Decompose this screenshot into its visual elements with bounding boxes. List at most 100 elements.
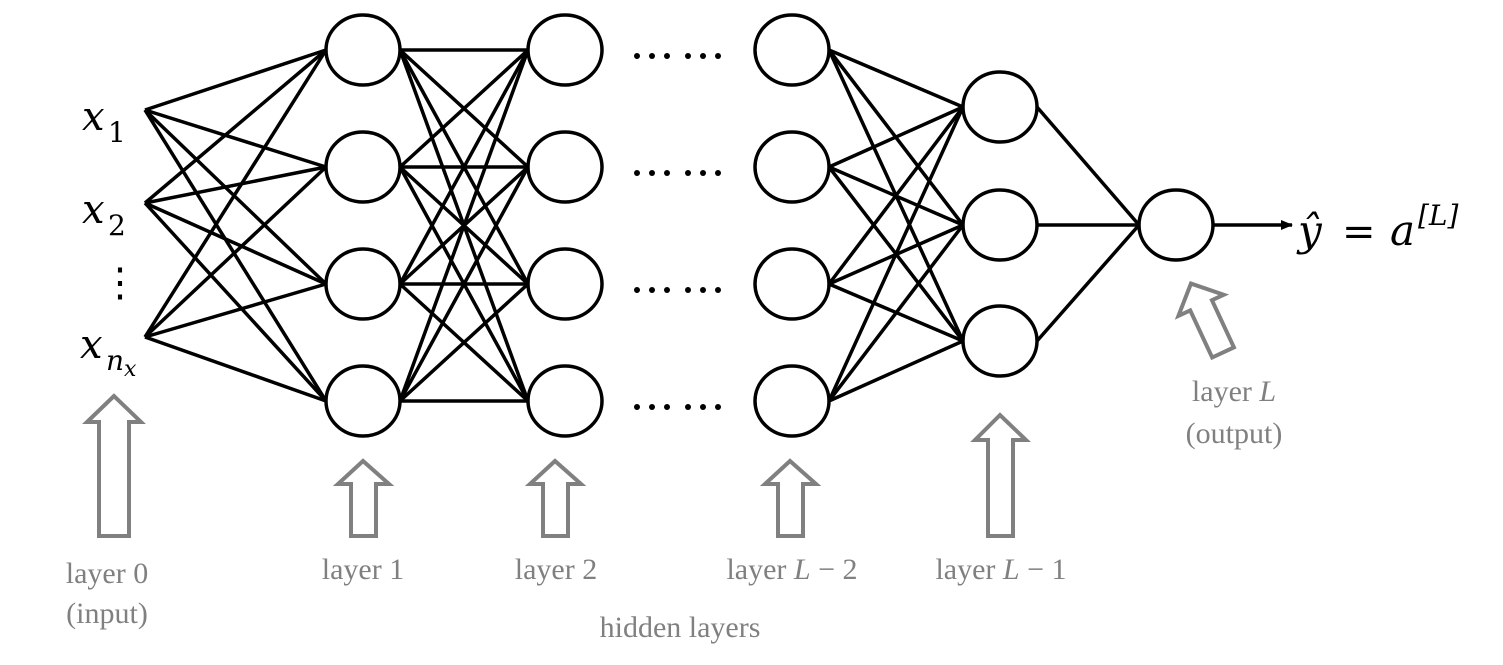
layer-1-node-2	[324, 130, 402, 204]
layer-l-arrow-icon	[1174, 281, 1237, 361]
gap-dots-row-4	[634, 404, 721, 410]
gap-dot	[649, 170, 655, 176]
edge-layer-1-to-layer-2	[398, 166, 530, 402]
layer-2-node-4	[526, 364, 604, 438]
layer-l-prefix: layer	[1192, 375, 1259, 408]
connections	[143, 48, 1141, 403]
edge-layer-l-minus-2-to-layer-l-minus-1	[827, 223, 965, 403]
gap-dot	[700, 404, 706, 410]
gap-dot	[649, 287, 655, 293]
neurons	[324, 13, 1215, 438]
gap-dot	[664, 404, 670, 410]
edge-layer-1-to-layer-2	[398, 282, 530, 403]
layer-2-node-2	[526, 130, 604, 204]
edge-input-to-layer-1	[144, 335, 327, 403]
edge-layer-l-minus-1-to-output	[1035, 105, 1141, 227]
gap-dot	[649, 53, 655, 59]
edge-layer-l-minus-1-to-output	[1035, 223, 1141, 343]
layer-l-minus-2-node-2	[753, 130, 831, 204]
layer-1-node-4	[324, 364, 402, 438]
gap-ellipses	[634, 53, 721, 410]
layer-1-node-3	[324, 247, 402, 321]
gap-dot	[685, 170, 691, 176]
gap-dot	[685, 53, 691, 59]
layer-l-sublabel: (output)	[1186, 417, 1283, 450]
gap-dot	[700, 53, 706, 59]
edge-layer-l-minus-2-to-layer-l-minus-1	[827, 105, 965, 286]
layer-l-minus-1-label: layer L − 1	[935, 553, 1066, 586]
layer-l-minus-1-var: L	[1002, 553, 1020, 586]
gap-dot	[715, 53, 721, 59]
layer-l-node-1	[1137, 188, 1215, 262]
activation-a: a	[1390, 206, 1415, 255]
gap-dot	[700, 170, 706, 176]
edge-layer-1-to-layer-2	[398, 49, 530, 402]
input-xnx: x n x	[80, 322, 137, 382]
layer-1-label: layer 1	[322, 553, 404, 586]
input-x1-base: x	[82, 94, 105, 140]
layer-l-label: layer L	[1192, 375, 1276, 408]
layer-l-minus-2-label: layer L − 2	[726, 553, 857, 586]
gap-dot	[700, 287, 706, 293]
input-layer-arrow-icon	[82, 393, 146, 538]
gap-dot	[715, 404, 721, 410]
input-x2-sub: 2	[108, 209, 126, 242]
gap-dots-row-1	[634, 53, 721, 59]
gap-dot	[634, 287, 640, 293]
output-equation: ŷ = a [L]	[1296, 199, 1459, 255]
edge-layer-l-minus-2-to-layer-l-minus-1	[828, 339, 964, 403]
layer-l-var: L	[1258, 375, 1276, 408]
layer-l-minus-2-suffix: − 2	[811, 553, 858, 586]
layer-0-label: layer 0	[66, 557, 148, 590]
yhat-symbol: ŷ	[1296, 206, 1323, 255]
edge-input-to-layer-1	[143, 48, 328, 205]
layer-l-minus-1-suffix: − 1	[1020, 553, 1067, 586]
layer-2-arrow-icon	[524, 458, 587, 538]
gap-dot	[634, 53, 640, 59]
gap-dot	[664, 287, 670, 293]
layer-l-minus-1-node-2	[961, 188, 1039, 262]
gap-dot	[685, 287, 691, 293]
input-xnx-subsub: x	[124, 357, 137, 382]
edge-input-to-layer-1	[144, 165, 327, 205]
hidden-layers-label: hidden layers	[600, 611, 761, 644]
edge-input-to-layer-1	[143, 49, 328, 338]
equals-sign: =	[1342, 209, 1376, 255]
superscript-L: [L]	[1418, 199, 1459, 232]
input-x2-base: x	[82, 187, 105, 233]
input-x1: x 1	[82, 94, 126, 149]
edge-input-to-layer-1	[144, 282, 327, 339]
layer-2-node-1	[526, 13, 604, 87]
gap-dot	[685, 404, 691, 410]
edge-input-to-layer-1	[144, 201, 327, 286]
edge-input-to-layer-1	[143, 201, 328, 403]
edge-layer-1-to-layer-2	[398, 49, 530, 285]
gap-dot	[664, 170, 670, 176]
edge-layer-l-minus-2-to-layer-l-minus-1	[827, 106, 965, 402]
layer-2-node-3	[526, 247, 604, 321]
layer-l-minus-1-prefix: layer	[935, 553, 1002, 586]
input-vertical-ellipsis: ⋮	[100, 260, 140, 306]
input-xnx-base: x	[80, 322, 103, 368]
gap-dots-row-2	[634, 170, 721, 176]
input-x2: x 2	[82, 187, 126, 242]
layer-l-minus-2-node-1	[753, 13, 831, 87]
gap-dot	[634, 170, 640, 176]
edge-input-to-layer-1	[143, 109, 328, 402]
edge-input-to-layer-1	[143, 108, 328, 286]
input-xnx-sub: n	[106, 344, 124, 377]
gap-dot	[715, 170, 721, 176]
layer-l-minus-2-var: L	[793, 553, 811, 586]
input-x1-sub: 1	[108, 116, 126, 149]
gap-dot	[649, 404, 655, 410]
gap-dot	[715, 287, 721, 293]
layer-l-minus-2-prefix: layer	[726, 553, 793, 586]
layer-l-minus-2-node-4	[753, 364, 831, 438]
layer-l-minus-2-arrow-icon	[759, 458, 822, 538]
layer-l-minus-1-arrow-icon	[970, 412, 1031, 538]
edge-input-to-layer-1	[143, 165, 328, 339]
edge-layer-1-to-layer-2	[398, 48, 530, 169]
edge-input-to-layer-1	[144, 108, 327, 169]
layer-l-minus-2-node-3	[753, 247, 831, 321]
